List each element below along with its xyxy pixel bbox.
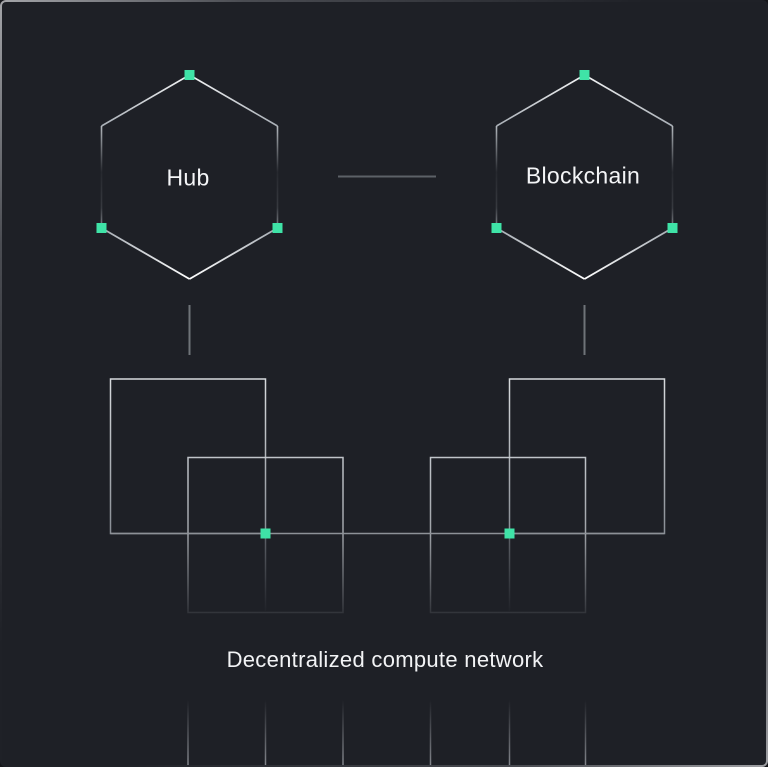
node-marker-square — [272, 223, 283, 233]
hexagon-edge — [584, 74, 673, 127]
big-square — [508, 378, 666, 535]
hexagon-edge — [101, 74, 190, 127]
blockchain-label: Blockchain — [525, 162, 641, 189]
overlap-square — [187, 456, 344, 614]
bottom-grid-ticks — [187, 700, 587, 765]
hexagon-edge — [496, 227, 585, 280]
hexagon-edge — [189, 74, 278, 127]
blockchain-hexagon — [491, 70, 678, 280]
node-marker-square — [667, 223, 678, 233]
hexagon-edge — [584, 227, 673, 280]
left-square-cluster — [109, 378, 344, 614]
node-marker-square — [260, 528, 271, 539]
overlap-square — [429, 456, 587, 614]
node-marker-square — [96, 223, 107, 233]
hub-label: Hub — [166, 164, 210, 191]
diagram-caption: Decentralized compute network — [226, 647, 544, 672]
node-marker-square — [579, 70, 590, 80]
right-square-cluster — [429, 378, 666, 614]
hexagon-edge — [101, 227, 190, 280]
node-marker-square — [504, 528, 515, 539]
hexagon-edge — [496, 74, 585, 127]
hexagon-edge — [189, 227, 278, 280]
node-marker-square — [184, 70, 195, 80]
node-marker-square — [491, 223, 502, 233]
hub-hexagon — [96, 70, 283, 280]
